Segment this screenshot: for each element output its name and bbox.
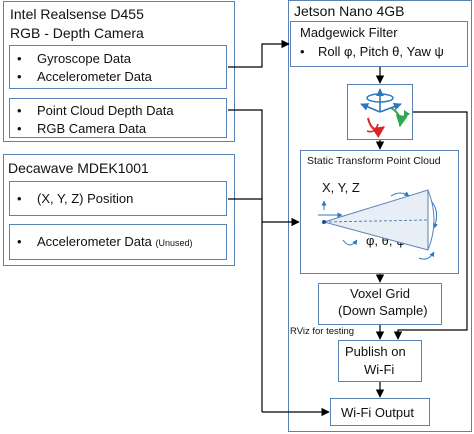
realsense-title: Intel Realsense D455 [10,6,144,22]
voxel-grid-title: Voxel Grid [350,286,410,301]
position-label: (X, Y, Z) Position [37,191,134,206]
madgwick-filter-output: Roll φ, Pitch θ, Yaw ψ [318,44,444,59]
camera-frustum-icon [318,189,438,260]
gyroscope-data-label: Gyroscope Data [37,51,131,66]
voxel-grid-subtitle: (Down Sample) [338,303,428,318]
static-transform-title: Static Transform Point Cloud [307,155,441,167]
madgwick-filter-title: Madgewick Filter [300,25,398,40]
jetson-title: Jetson Nano 4GB [294,3,405,19]
imu-data-box [9,45,227,89]
decawave-title: Decawave MDEK1001 [8,160,149,176]
rgb-camera-data-label: RGB Camera Data [37,121,147,136]
publish-wifi-box [338,340,422,382]
voxel-grid-box [318,283,442,325]
bullet: • [17,121,22,136]
wifi-output-box [330,398,430,426]
realsense-subtitle: RGB - Depth Camera [10,25,144,41]
pointcloud-trunk-line [228,109,263,412]
imu-to-madgwick-arrow [228,39,290,68]
point-cloud-data-label: Point Cloud Depth Data [37,103,174,118]
decawave-accel-text: Accelerometer Data [37,234,152,249]
bullet: • [17,51,22,66]
madgwick-filter-box [290,21,468,67]
camera-data-box [9,98,227,138]
bullet: • [300,44,305,59]
xyz-label: X, Y, Z [322,180,360,195]
position-box [9,181,227,216]
wifi-output-label: Wi-Fi Output [341,405,414,420]
rotation-to-publish-arrow [393,111,468,340]
accelerometer-data-label: Accelerometer Data [37,69,152,84]
publish-subtitle: Wi-Fi [364,362,395,377]
bullet: • [17,103,22,118]
bullet: • [17,234,22,249]
bullet: • [17,191,22,206]
decawave-accel-label: Accelerometer Data (Unused) [37,234,193,251]
bullet: • [17,69,22,84]
decawave-accel-box [9,224,227,260]
unused-note: (Unused) [155,238,193,248]
rotation-axes-icon [360,88,410,138]
rviz-label: RViz for testing [290,326,355,337]
publish-title: Publish on [345,344,406,359]
